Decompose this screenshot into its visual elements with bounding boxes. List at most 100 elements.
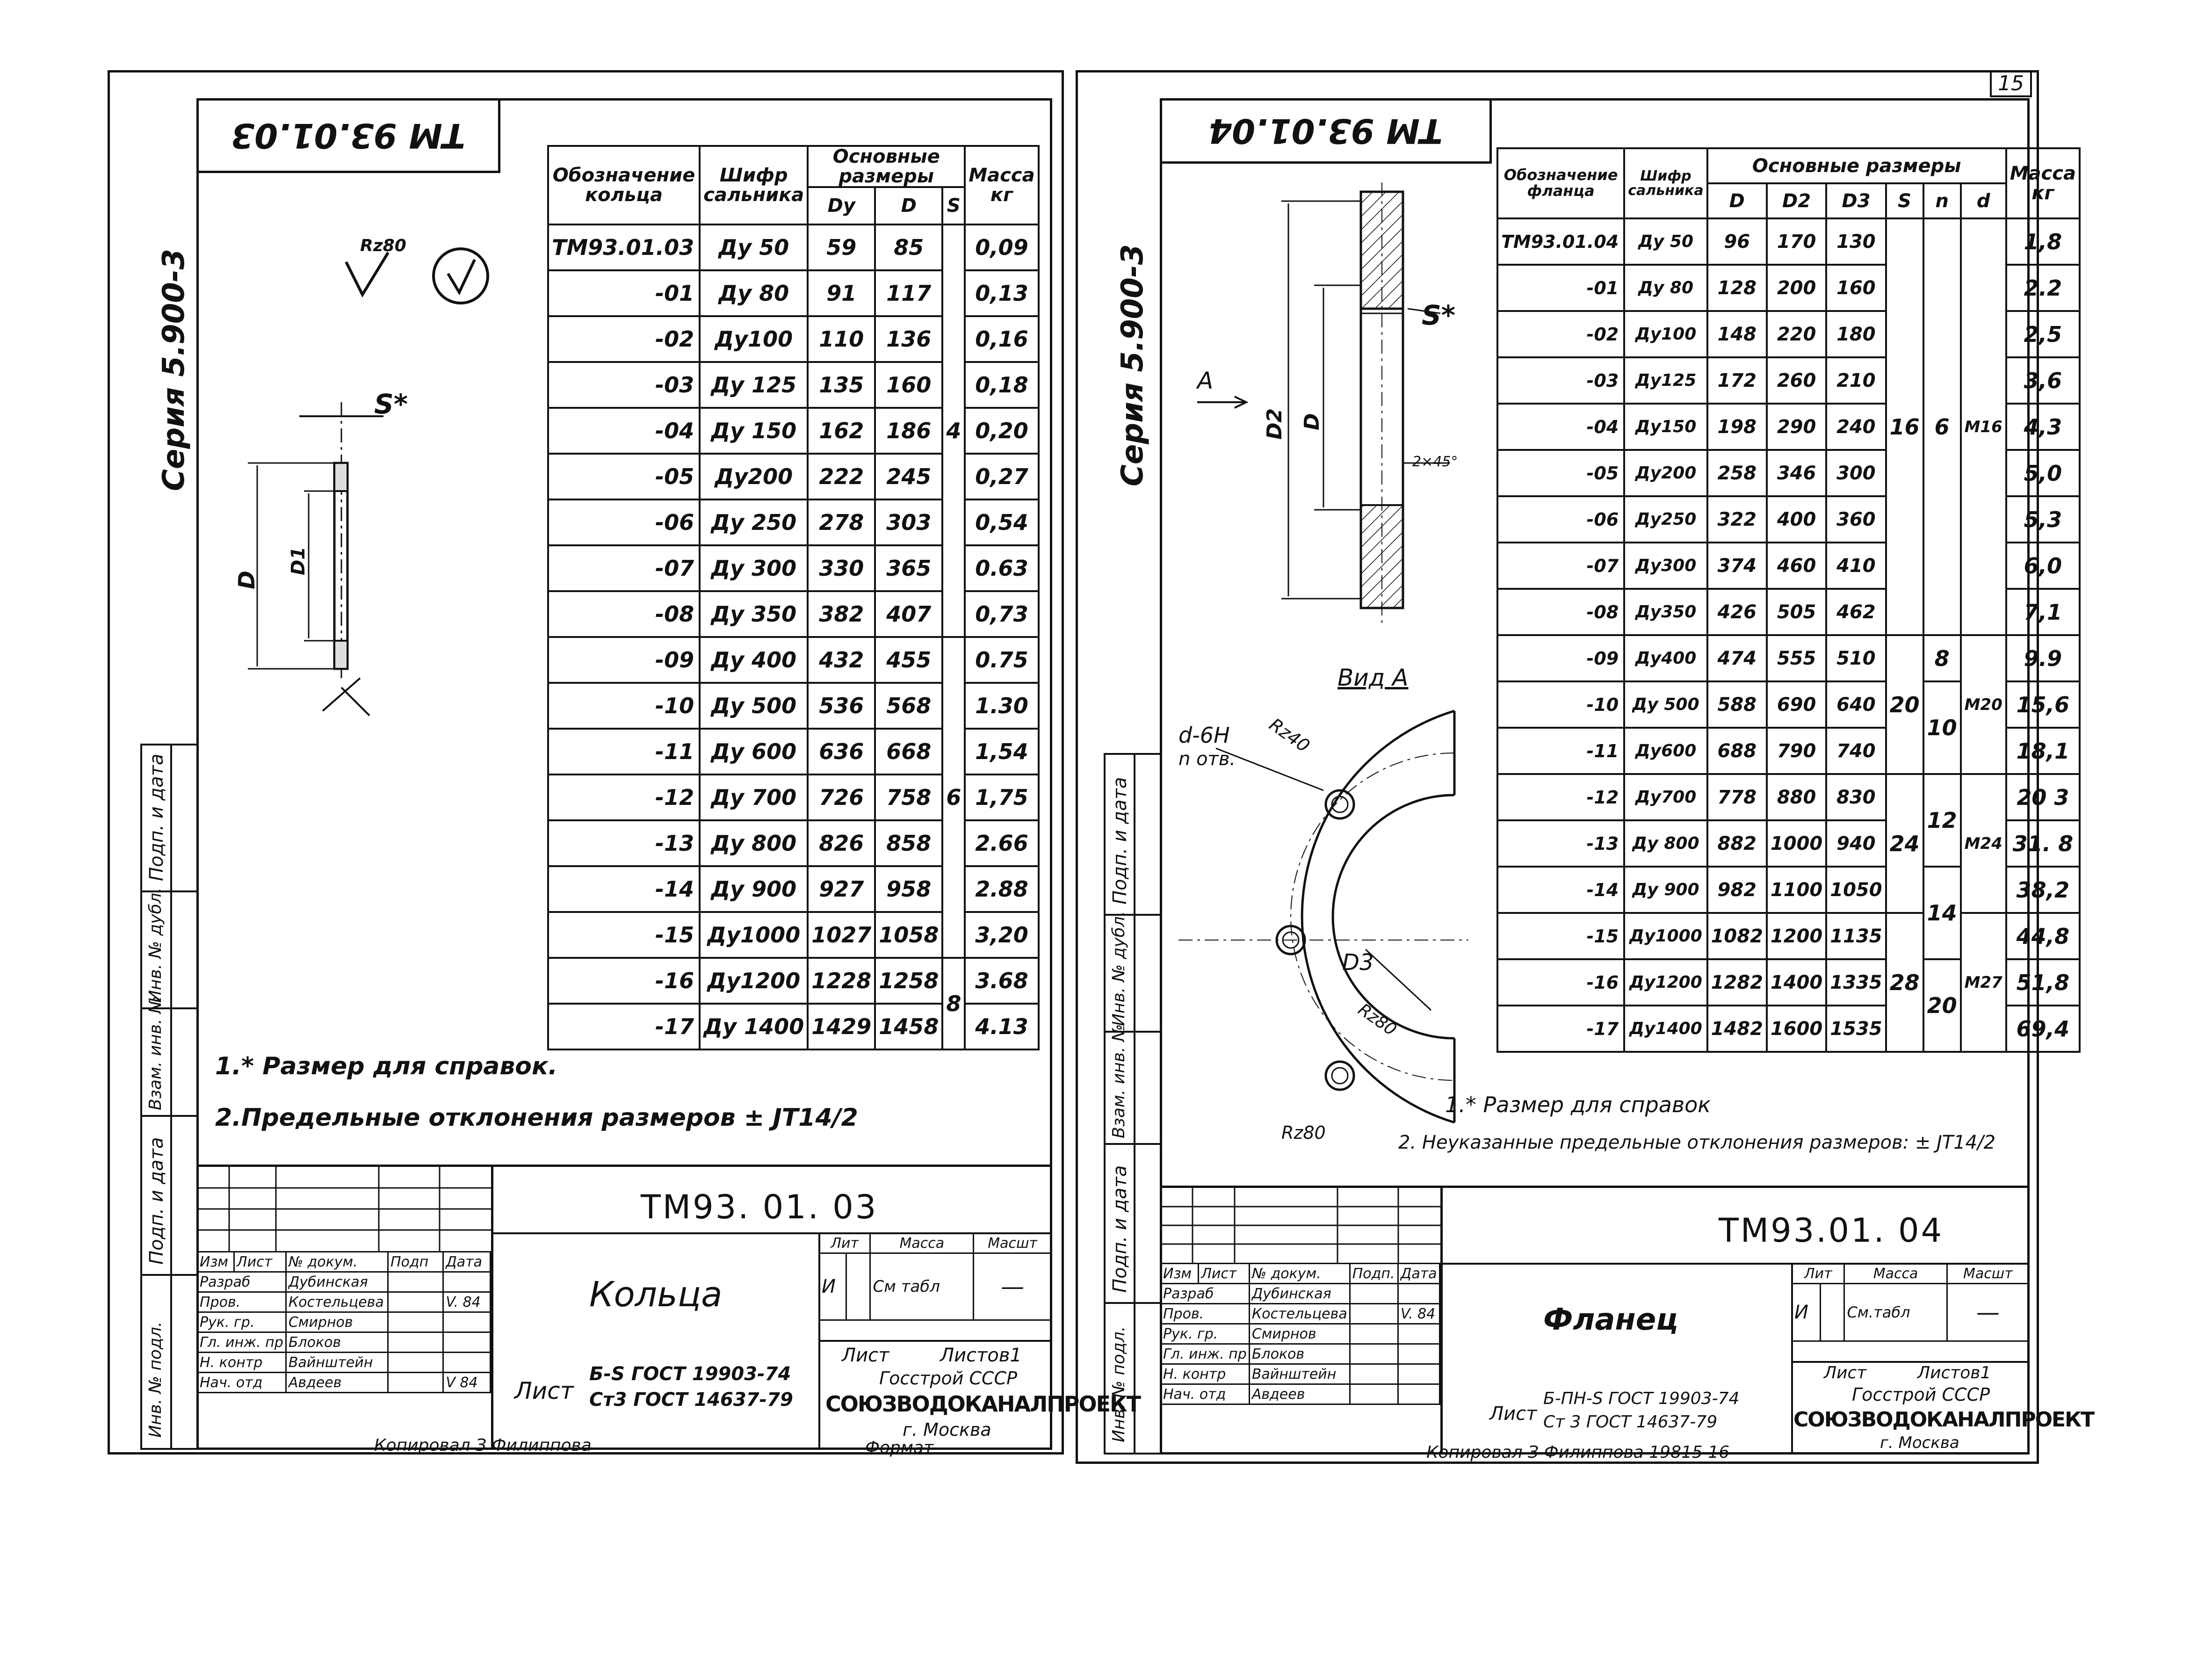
right-tb-sign: [1349, 1343, 1399, 1365]
d2-cell: 1400: [1765, 958, 1828, 1006]
left-tb-name: Смирнов: [285, 1311, 389, 1333]
designation-cell: -02: [547, 315, 701, 363]
right-tb-name: Вайнштейн: [1248, 1363, 1351, 1385]
code-cell: Ду 600: [699, 728, 809, 775]
right-tb-role: Гл. инж. пр: [1160, 1343, 1250, 1365]
code-cell: Ду200: [1623, 449, 1708, 497]
d-cell: 117: [874, 269, 944, 317]
right-th-designation: Обозначение фланца: [1496, 147, 1626, 219]
left-tb-vline: [491, 1167, 493, 1450]
left-s-label: S*: [374, 388, 408, 420]
designation-cell: -07: [1496, 542, 1626, 590]
right-copied: Копировал З Филиппова 19815 16: [1426, 1443, 1730, 1462]
left-tb-sign: [387, 1352, 444, 1373]
d-cell: 455: [874, 636, 944, 684]
designation-cell: ТМ93.01.04: [1496, 217, 1626, 266]
s-cell: 28: [1885, 912, 1924, 1053]
designation-cell: -08: [547, 590, 701, 638]
designation-cell: -10: [547, 682, 701, 730]
code-cell: Ду 900: [1623, 866, 1708, 914]
right-note-2: 2. Неуказанные предельные отклонения раз…: [1398, 1132, 1996, 1153]
right-th-d2: D2: [1765, 182, 1828, 219]
code-cell: Ду 80: [699, 269, 809, 317]
dy-cell: 636: [807, 728, 876, 775]
right-stamp-line: [1106, 1302, 1162, 1304]
d3-cell: 180: [1825, 310, 1887, 358]
mass-cell: 38,2: [2005, 866, 2081, 914]
left-tb-name: Авдеев: [285, 1372, 389, 1393]
dy-cell: 1228: [807, 957, 876, 1005]
code-cell: Ду 800: [699, 819, 809, 867]
left-tb-role: Н. контр: [196, 1352, 287, 1373]
d-cell: 258: [1706, 449, 1768, 497]
d-cell: 85: [874, 224, 944, 271]
d-cell: 668: [874, 728, 944, 775]
left-tb-sign: [387, 1291, 444, 1313]
d-cell: 858: [874, 819, 944, 867]
mass-cell: 0,09: [964, 224, 1040, 271]
mass-cell: 0,13: [964, 269, 1040, 317]
s-cell: 6: [941, 636, 966, 959]
code-cell: Ду 1400: [699, 1003, 809, 1050]
d2-cell: 1200: [1765, 912, 1828, 960]
left-th-designation: Обозначение кольца: [547, 145, 701, 225]
left-tb-role: Пров.: [196, 1291, 287, 1313]
left-tb-hline-2: [818, 1340, 1052, 1342]
d2-cell: 400: [1765, 495, 1828, 543]
left-format: Формат: [865, 1438, 934, 1457]
left-th-dy: Dу: [807, 186, 876, 225]
d-cell: 374: [1706, 542, 1768, 590]
thread-cell: М20: [1959, 634, 2007, 775]
s-cell: 8: [941, 957, 966, 1050]
mass-cell: 2.88: [964, 865, 1040, 913]
left-ring-drawing: [229, 388, 426, 725]
code-cell: Ду700: [1623, 773, 1708, 821]
d-cell: 474: [1706, 634, 1768, 682]
left-copied: Копировал З Филиппова: [374, 1436, 592, 1455]
d-cell: 1458: [874, 1003, 944, 1050]
right-stamp-1: Подп. и дата: [1109, 777, 1131, 905]
dy-cell: 162: [807, 407, 876, 455]
d-cell: 186: [874, 407, 944, 455]
mass-cell: 3,6: [2005, 356, 2081, 405]
left-note-1: 1.* Размер для справок.: [215, 1052, 558, 1080]
designation-cell: -14: [1496, 866, 1626, 914]
left-material-2: Ст3 ГОСТ 14637-79: [589, 1389, 793, 1411]
d3-cell: 210: [1825, 356, 1887, 405]
mass-cell: 0,16: [964, 315, 1040, 363]
right-th-d3: D3: [1825, 182, 1887, 219]
code-cell: Ду 50: [699, 224, 809, 271]
code-cell: Ду 50: [1623, 217, 1708, 266]
dy-cell: 91: [807, 269, 876, 317]
designation-cell: -17: [1496, 1005, 1626, 1053]
right-tb-name: Костельцева: [1248, 1303, 1351, 1324]
right-mass: См.табл: [1843, 1283, 1948, 1342]
designation-cell: -04: [1496, 403, 1626, 451]
right-scale: —: [1946, 1283, 2030, 1342]
code-cell: Ду1000: [699, 911, 809, 959]
code-cell: Ду 250: [699, 499, 809, 546]
mass-cell: 4.13: [964, 1003, 1040, 1050]
d3-cell: 640: [1825, 680, 1887, 729]
mass-cell: 0,54: [964, 499, 1040, 546]
n-cell: 6: [1922, 217, 1962, 636]
right-tb-name: Блоков: [1248, 1343, 1351, 1365]
right-tb-role: Рук. гр.: [1160, 1323, 1250, 1345]
right-side-stamp: Подп. и дата Инв. № дубл. Взам. инв. № П…: [1104, 753, 1162, 1455]
mass-cell: 1,75: [964, 774, 1040, 821]
right-tb-date: [1397, 1383, 1441, 1405]
right-view-a-label: Вид А: [1337, 664, 1409, 691]
designation-cell: -13: [547, 819, 701, 867]
left-stamp-1: Подп. и дата: [146, 753, 167, 881]
designation-cell: -07: [547, 544, 701, 592]
